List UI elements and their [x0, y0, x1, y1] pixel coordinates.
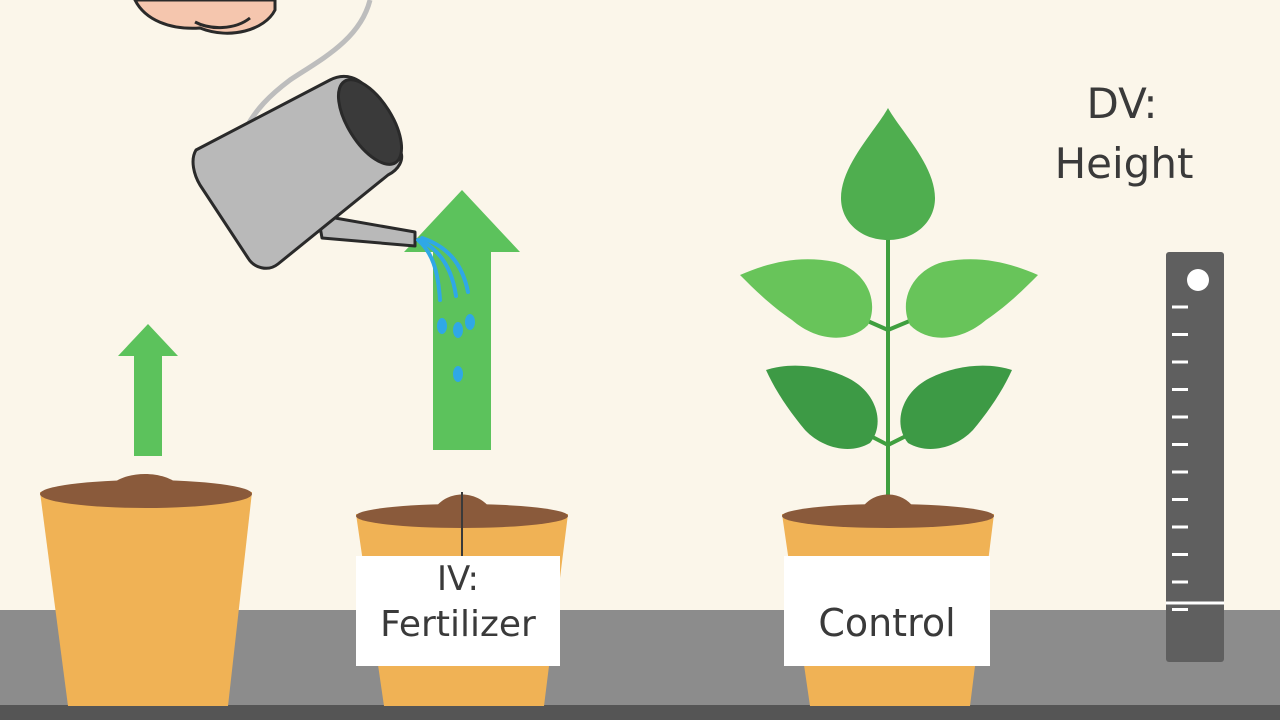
iv-label-line1: IV:: [437, 559, 479, 599]
iv-label-line2: Fertilizer: [380, 604, 536, 645]
hand: [133, 0, 277, 35]
leaf-lower-left: [766, 365, 878, 449]
watering-can: [191, 74, 417, 270]
shelf-edge: [0, 705, 1280, 720]
dv-label-line1: DV:: [1086, 79, 1157, 128]
leaf-lower-right: [900, 365, 1012, 449]
leaf-upper-right: [905, 259, 1038, 338]
hose: [242, 0, 373, 132]
water-drops: [437, 314, 475, 382]
ruler: [1166, 252, 1224, 662]
iv-label-card: IV: Fertilizer: [356, 556, 560, 666]
pot-left: [40, 474, 252, 706]
leaf-top: [841, 108, 935, 240]
dv-label-line2: Height: [1055, 139, 1194, 188]
growth-arrow-small: [118, 324, 178, 456]
leaf-upper-left: [740, 259, 873, 338]
water-streams: [416, 236, 470, 302]
control-label-card: Control: [784, 556, 990, 666]
control-label: Control: [818, 601, 955, 645]
growth-arrow-large: [404, 190, 520, 450]
